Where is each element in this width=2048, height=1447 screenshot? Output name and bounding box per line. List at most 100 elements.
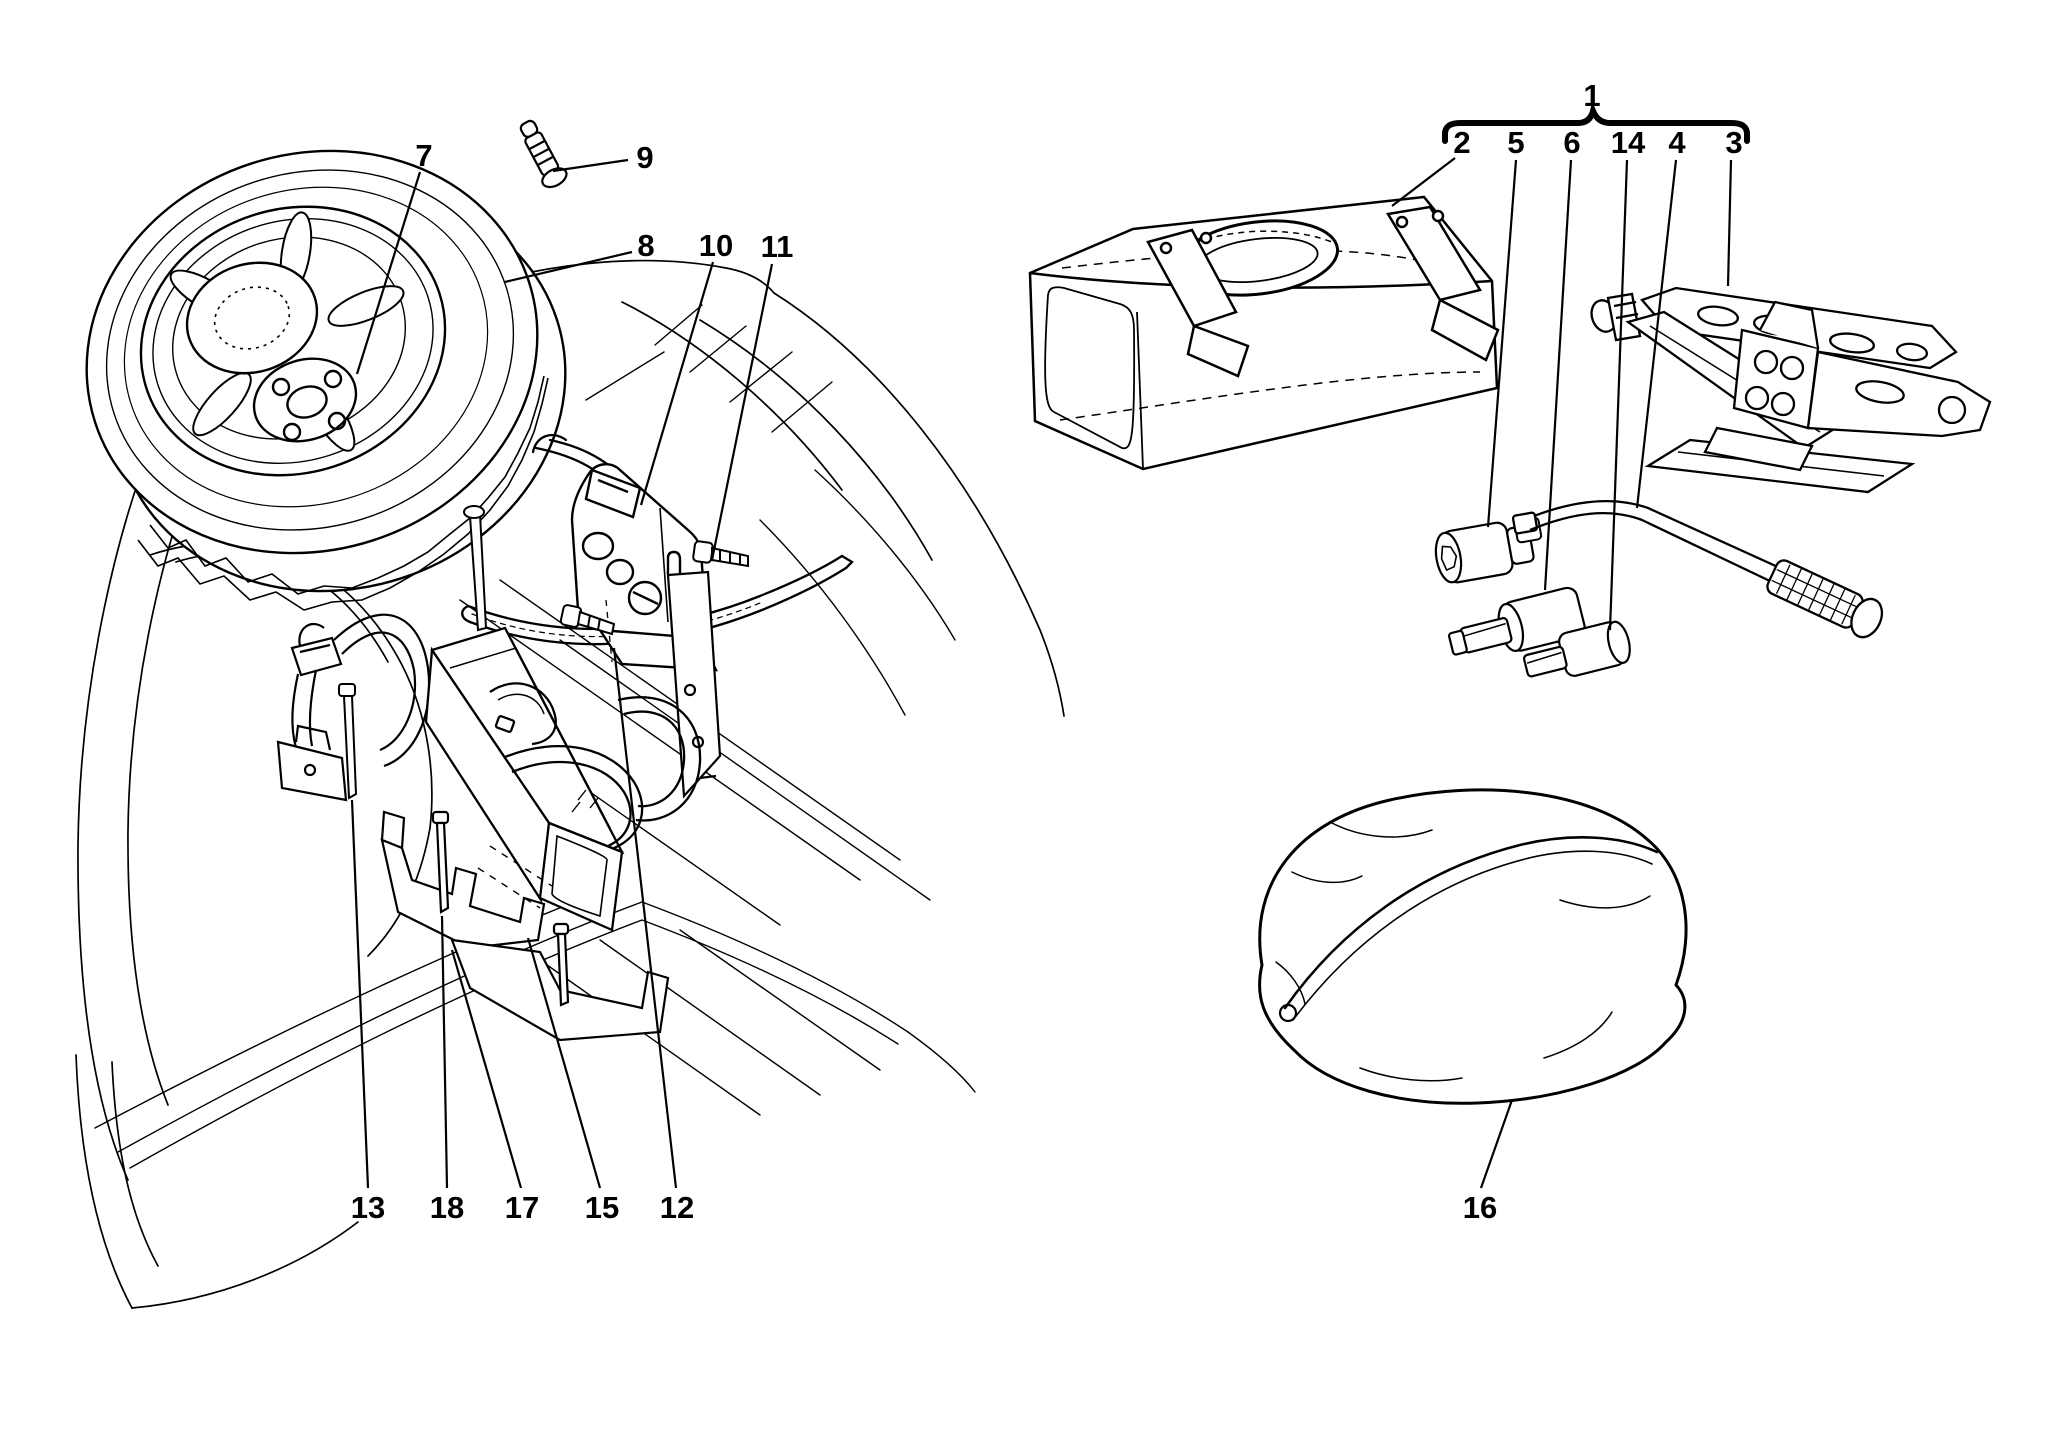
- box-handle: [489, 682, 557, 746]
- sidewall-ring: [105, 169, 515, 531]
- sketch-line: [729, 351, 793, 403]
- jack-bracket-hole: [1770, 391, 1796, 417]
- sketch-line: [131, 1221, 359, 1309]
- sketch-line: [773, 292, 1065, 717]
- strap-rivet: [1159, 241, 1173, 255]
- callout-1: 1: [1583, 78, 1600, 113]
- jack-bracket-hole: [1779, 355, 1805, 381]
- shaft-end: [1447, 629, 1468, 656]
- strip-outline: [666, 570, 722, 799]
- leader-line-14: [1608, 159, 1629, 631]
- buckle-bar: [597, 478, 629, 494]
- sketch-line: [814, 469, 956, 641]
- bag-wrinkle: [1291, 871, 1363, 884]
- anchor-hole: [303, 763, 317, 777]
- socket-adapter-mid: [1447, 586, 1586, 656]
- sketch-line: [599, 939, 821, 1096]
- leader-line-17: [450, 949, 523, 1189]
- strap-end: [840, 554, 854, 570]
- callout-leader-lines: [350, 157, 1733, 1189]
- strap-hook: [298, 622, 325, 647]
- box-side-face: [424, 646, 551, 904]
- leader-line-8: [504, 250, 633, 284]
- strap-rivet: [1431, 209, 1445, 223]
- callout-8: 8: [637, 228, 654, 263]
- bag-end-face: [1044, 286, 1136, 450]
- callout-13: 13: [351, 1190, 385, 1225]
- bag-wrinkle: [1275, 961, 1306, 1005]
- plate-hole: [605, 558, 635, 586]
- lug-hole: [327, 411, 347, 431]
- scissor-jack: [1590, 286, 1992, 494]
- buckle-bar: [299, 643, 331, 654]
- small-socket-adapter: [1522, 620, 1631, 678]
- jack-foot: [1703, 426, 1814, 472]
- sketch-line: [689, 325, 747, 373]
- bag-wrinkle: [1359, 1067, 1463, 1082]
- center-cap: [185, 261, 319, 375]
- spoke-slot: [327, 285, 405, 327]
- callout-4: 4: [1668, 125, 1686, 160]
- leader-line-6: [1543, 159, 1573, 591]
- grip-knurl: [1771, 564, 1861, 625]
- bag-zipper: [1292, 850, 1653, 1021]
- leader-line-2: [1391, 157, 1456, 207]
- callout-labels: 1 2 5 6 14 4 3 7 9 8 10 11 13 18 17 15 1…: [351, 78, 1743, 1225]
- strip-hole: [683, 683, 697, 697]
- callout-16: 16: [1463, 1190, 1497, 1225]
- leader-line-4: [1635, 159, 1678, 509]
- box-latch: [494, 715, 516, 733]
- sidewall-ring: [123, 186, 489, 508]
- grip-body: [1766, 559, 1864, 629]
- callout-14: 14: [1611, 125, 1646, 160]
- callout-5: 5: [1507, 125, 1524, 160]
- callout-9: 9: [636, 140, 653, 175]
- support-strip: [666, 570, 722, 799]
- support-bracket: [380, 810, 670, 1042]
- strap-hook: [531, 434, 568, 454]
- jack-arm-slot: [1895, 342, 1929, 362]
- screw-head: [692, 540, 714, 564]
- box-strap-c: [617, 696, 702, 822]
- bag-strap-right-tab: [1430, 298, 1500, 362]
- sketch-line: [539, 959, 761, 1116]
- bracket-bolt-head: [552, 922, 570, 936]
- jack-bracket-hole: [1744, 385, 1770, 411]
- wrench-grip: [1766, 559, 1884, 639]
- plate-fold-line: [659, 507, 669, 623]
- wrench-bar: [1529, 512, 1773, 584]
- bolt-head: [338, 683, 356, 697]
- center-cap-ring: [213, 286, 291, 350]
- box-lid-line: [449, 647, 611, 829]
- zipper-pull: [1278, 1003, 1298, 1023]
- big-loop-strap: [341, 631, 417, 752]
- valve-base: [541, 167, 568, 189]
- callout-2: 2: [1453, 125, 1470, 160]
- box-strap-c: [623, 710, 686, 808]
- leader-line-12: [612, 647, 678, 1189]
- leader-line-3: [1726, 159, 1733, 287]
- plate-hole: [581, 531, 615, 561]
- jack-link-slot: [1855, 380, 1905, 404]
- strip-pin: [699, 774, 717, 780]
- adapter-cap: [1606, 620, 1631, 664]
- wheel-wrench: [1511, 499, 1884, 639]
- leader-line-5: [1486, 159, 1518, 528]
- bag-seam-dashed: [1059, 371, 1481, 421]
- plate-dashed-edge: [605, 599, 613, 663]
- screw-thread: [587, 614, 591, 628]
- tire-valve: [519, 119, 568, 189]
- jack-pivot: [1937, 395, 1967, 425]
- callout-12: 12: [660, 1190, 694, 1225]
- bag-strap-left: [1146, 228, 1238, 328]
- kit-group-bracket: [1442, 101, 1750, 144]
- hatch-mark: [571, 789, 599, 813]
- valve-thread: [533, 148, 549, 158]
- shaft-facet: [1526, 651, 1562, 664]
- tool-bag: [1028, 195, 1500, 471]
- jack-bracket-hole: [1753, 349, 1779, 375]
- strap-band: [291, 673, 300, 749]
- bag-strap-left-tab: [1186, 324, 1250, 378]
